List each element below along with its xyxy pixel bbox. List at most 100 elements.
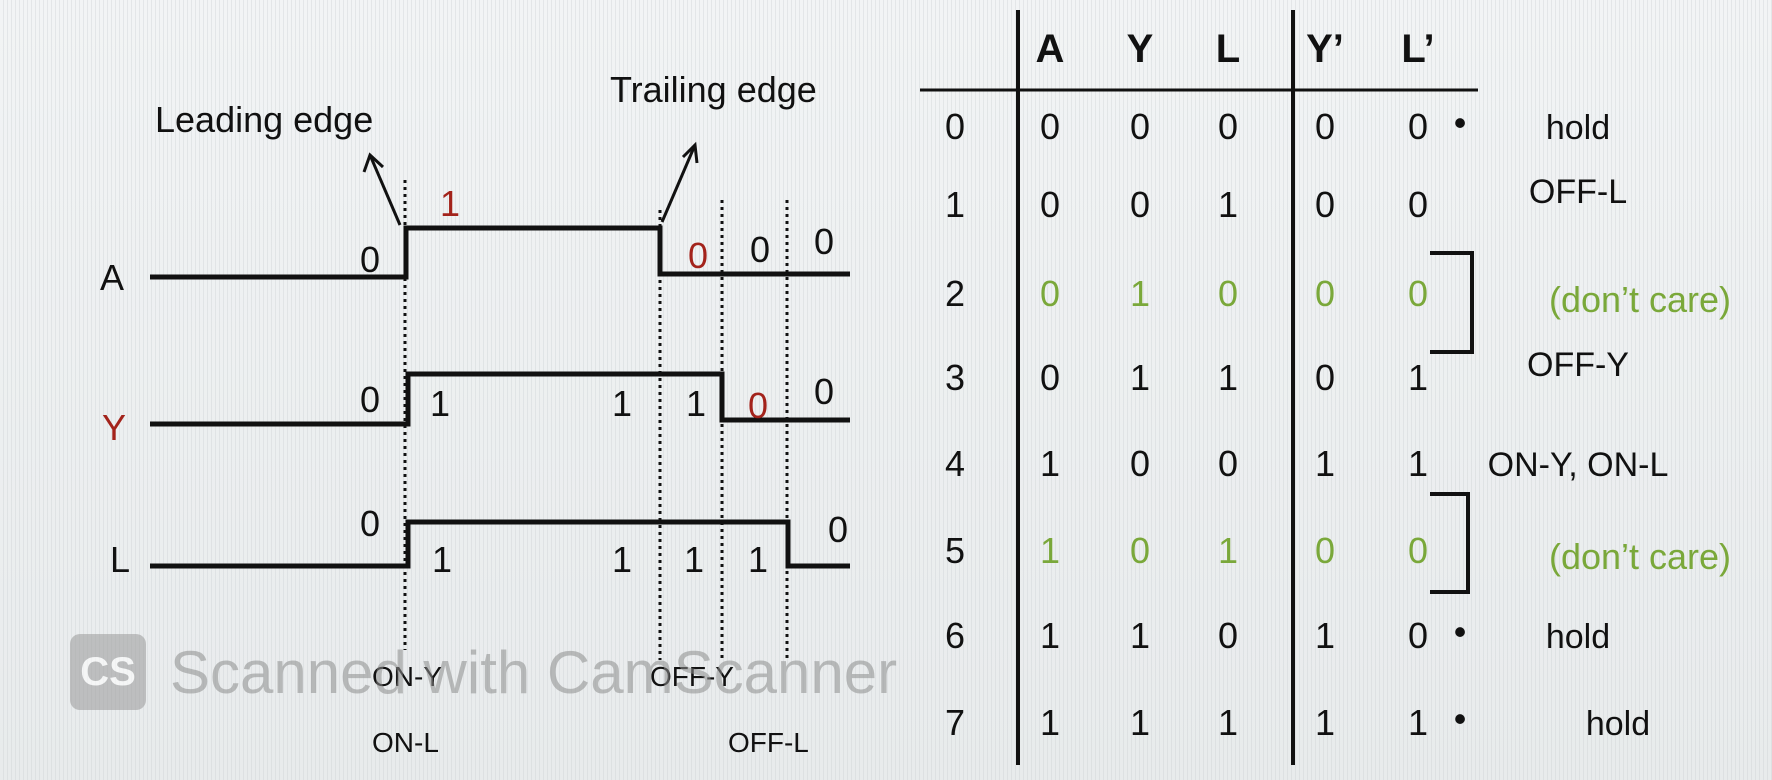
camscanner-logo: CS: [70, 634, 146, 710]
trailing-edge-arrowhead: [681, 141, 699, 164]
row-index: 3: [945, 357, 965, 398]
hold-dot: •: [1454, 698, 1467, 739]
l-value: 1: [684, 539, 704, 580]
table-cell: 1: [1218, 184, 1238, 225]
table-cell: 1: [1130, 273, 1150, 314]
l-value: 1: [748, 539, 768, 580]
signal-y-label: Y: [102, 407, 126, 448]
table-cell: 1: [1315, 615, 1335, 656]
table-header-cell: Y’: [1306, 27, 1344, 71]
table-cell: 0: [1218, 273, 1238, 314]
table-cell: 1: [1040, 615, 1060, 656]
waveform-y: [150, 371, 850, 427]
event-off-y: OFF-Y: [650, 661, 734, 692]
y-value: 1: [612, 383, 632, 424]
table-cell: 0: [1130, 184, 1150, 225]
table-cell: 0: [1315, 530, 1335, 571]
row-note: OFF-Y: [1527, 346, 1629, 384]
row-index: 5: [945, 530, 965, 571]
hold-dot: •: [1454, 102, 1467, 143]
leading-edge-label: Leading edge: [155, 99, 373, 140]
table-cell: 0: [1408, 273, 1428, 314]
table-cell: 1: [1315, 443, 1335, 484]
table-cell: 0: [1040, 273, 1060, 314]
table-cell: 0: [1040, 106, 1060, 147]
row-index: 0: [945, 106, 965, 147]
l-value: 1: [432, 539, 452, 580]
table-cell: 1: [1408, 357, 1428, 398]
table-cell: 1: [1218, 702, 1238, 743]
table-cell: 0: [1315, 273, 1335, 314]
table-cell: 0: [1408, 184, 1428, 225]
row-note: (don’t care): [1549, 536, 1731, 577]
timing-diagram: [150, 141, 850, 660]
row-index: 4: [945, 443, 965, 484]
row-note: hold: [1546, 109, 1610, 147]
waveform-a: [150, 225, 850, 280]
a-value: 0: [360, 239, 380, 280]
event-off-l: OFF-L: [728, 727, 809, 758]
row-note: OFF-L: [1529, 173, 1627, 211]
l-value: 0: [360, 503, 380, 544]
l-value: 0: [828, 509, 848, 550]
table-cell: 0: [1130, 530, 1150, 571]
watermark-text: Scanned with CamScanner: [170, 638, 898, 706]
dont-care-bracket: [1430, 492, 1470, 594]
row-note: (don’t care): [1549, 279, 1731, 320]
table-cell: 1: [1130, 702, 1150, 743]
row-index: 2: [945, 273, 965, 314]
leading-edge-arrow: [368, 154, 402, 226]
table-cell: 1: [1218, 357, 1238, 398]
table-cell: 1: [1408, 702, 1428, 743]
table-cell: 1: [1218, 530, 1238, 571]
table-cell: 0: [1408, 530, 1428, 571]
a-value: 0: [750, 229, 770, 270]
table-cell: 1: [1040, 443, 1060, 484]
row-index: 6: [945, 615, 965, 656]
table-cell: 0: [1130, 443, 1150, 484]
timing-labels: Leading edge Trailing edge A Y L 0 1 0 0…: [100, 69, 848, 758]
table-cell: 0: [1408, 106, 1428, 147]
y-value: 0: [814, 371, 834, 412]
signal-l-label: L: [110, 539, 130, 580]
table-cell: 0: [1130, 106, 1150, 147]
table-cell: 0: [1218, 443, 1238, 484]
table-cell: 0: [1315, 357, 1335, 398]
table-cell: 1: [1130, 357, 1150, 398]
event-on-y: ON-Y: [372, 661, 442, 692]
dont-care-bracket: [1430, 251, 1474, 354]
waveform-l: [150, 519, 850, 569]
table-cell: 0: [1218, 615, 1238, 656]
truth-table: [920, 10, 1478, 765]
row-note: hold: [1586, 705, 1650, 743]
table-header-cell: A: [1036, 27, 1065, 71]
row-index: 7: [945, 702, 965, 743]
table-header-cell: Y: [1127, 27, 1154, 71]
row-index: 1: [945, 184, 965, 225]
y-value: 1: [430, 383, 450, 424]
table-cell: 0: [1218, 106, 1238, 147]
y-value: 1: [686, 383, 706, 424]
y-value: 0: [360, 379, 380, 420]
hold-dot: •: [1454, 611, 1467, 652]
table-cell: 1: [1315, 702, 1335, 743]
table-cell: 1: [1040, 702, 1060, 743]
table-cell: 1: [1130, 615, 1150, 656]
table-cell: 0: [1315, 184, 1335, 225]
leading-edge-arrowhead: [362, 152, 385, 173]
y-value: 0: [748, 385, 768, 426]
a-value: 1: [440, 183, 460, 224]
row-note: ON-Y, ON-L: [1488, 446, 1669, 484]
table-cell: 0: [1315, 106, 1335, 147]
a-value: 0: [688, 235, 708, 276]
a-value: 0: [814, 221, 834, 262]
table-cell: 0: [1040, 357, 1060, 398]
event-on-l: ON-L: [372, 727, 439, 758]
trailing-edge-label: Trailing edge: [610, 69, 817, 110]
l-value: 1: [612, 539, 632, 580]
row-note: hold: [1546, 618, 1610, 656]
table-header-cell: L: [1216, 27, 1240, 71]
